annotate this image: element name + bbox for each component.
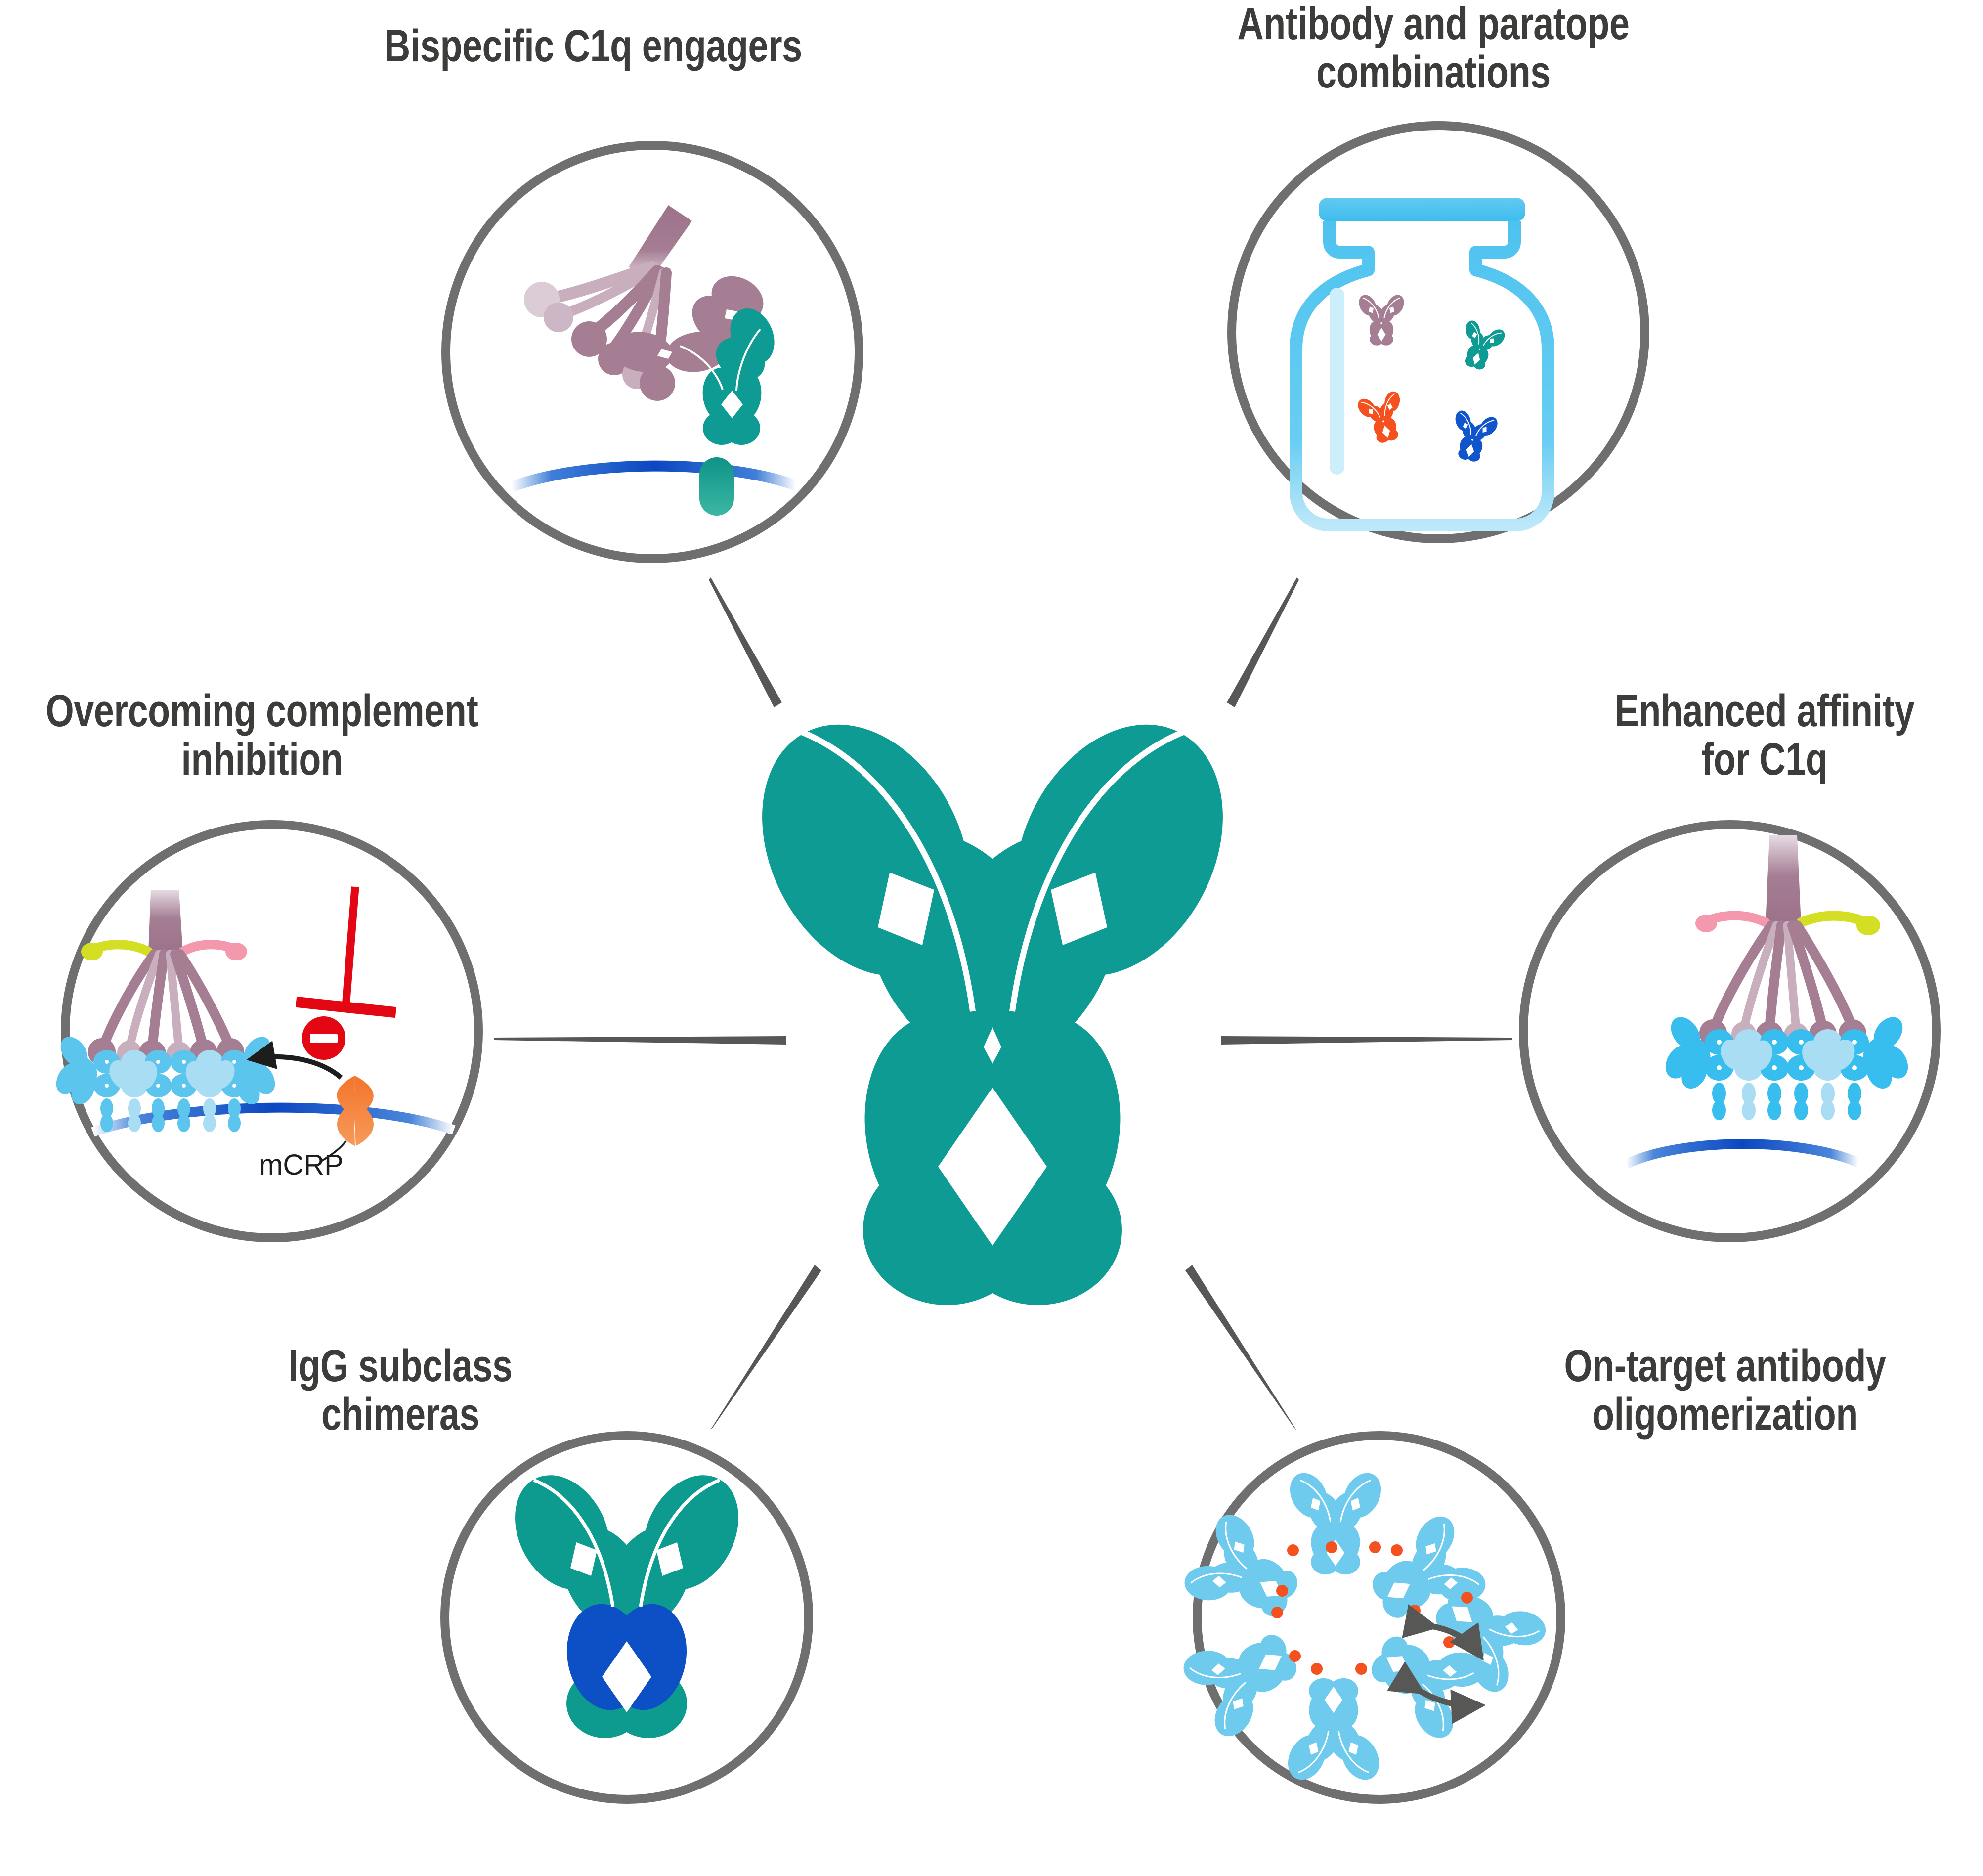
- antigen: [699, 457, 734, 516]
- antibody-orange: [1358, 391, 1400, 443]
- minus-sign-badge: [302, 1016, 345, 1060]
- antibody-hexamer-right: [1665, 1017, 1908, 1120]
- mcrp-molecule: [337, 1076, 374, 1146]
- jar: [1290, 198, 1554, 531]
- panel-igg-subclass-chimeras[interactable]: [440, 1431, 813, 1804]
- chimeric-igg: [515, 1475, 738, 1738]
- panel-on-target-antibody-oligomerization[interactable]: [1168, 1431, 1565, 1804]
- panel-antibody-paratope-combinations[interactable]: [1227, 121, 1649, 543]
- jar-highlight: [1330, 288, 1344, 475]
- equilibrium-arrows: [1386, 1604, 1486, 1724]
- panel-bispecific-c1q-engagers[interactable]: [441, 141, 863, 563]
- panel-title-bispecific: Bispecific C1q engagers: [384, 21, 802, 71]
- bispecific-antibody: [612, 276, 775, 445]
- panel-title-enhanced: Enhanced affinity for C1q: [1614, 686, 1915, 785]
- jar-lid: [1319, 198, 1525, 221]
- cell-membrane-line: [510, 460, 798, 492]
- connector-bottom-left: [710, 1265, 821, 1430]
- connector-top-right: [1227, 577, 1299, 707]
- central-igg-antibody: [762, 724, 1223, 1305]
- antibody-teal: [1465, 320, 1505, 370]
- panel-title-chimeras: IgG subclass chimeras: [288, 1341, 513, 1440]
- connector-bottom-right: [1185, 1265, 1296, 1430]
- panel-circle-enhanced[interactable]: [1519, 820, 1941, 1242]
- cell-membrane-line-right: [1624, 1139, 1860, 1169]
- mcrp-label: mCRP: [259, 1149, 344, 1181]
- panel-overcoming-complement-inhibition[interactable]: mCRP: [51, 820, 483, 1242]
- connector-right: [1221, 1036, 1512, 1045]
- mcrp-leader-line: [319, 1140, 347, 1163]
- panel-title-overcoming: Overcoming complement inhibition: [45, 686, 478, 785]
- inhibition-symbol: [295, 886, 397, 1018]
- connector-lines: [494, 577, 1512, 1430]
- panel-title-oligomerization: On-target antibody oligomerization: [1564, 1341, 1886, 1440]
- antibody-blue: [1455, 410, 1498, 462]
- connector-top-left: [709, 577, 782, 707]
- panel-enhanced-affinity-for-c1q[interactable]: [1519, 820, 1941, 1242]
- connector-left: [494, 1036, 786, 1045]
- panel-title-paratope: Antibody and paratope combinations: [1237, 0, 1630, 97]
- inhibition-arrow: [246, 1041, 343, 1080]
- jar-body: [1290, 221, 1554, 531]
- antibody-mauve: [1359, 295, 1404, 346]
